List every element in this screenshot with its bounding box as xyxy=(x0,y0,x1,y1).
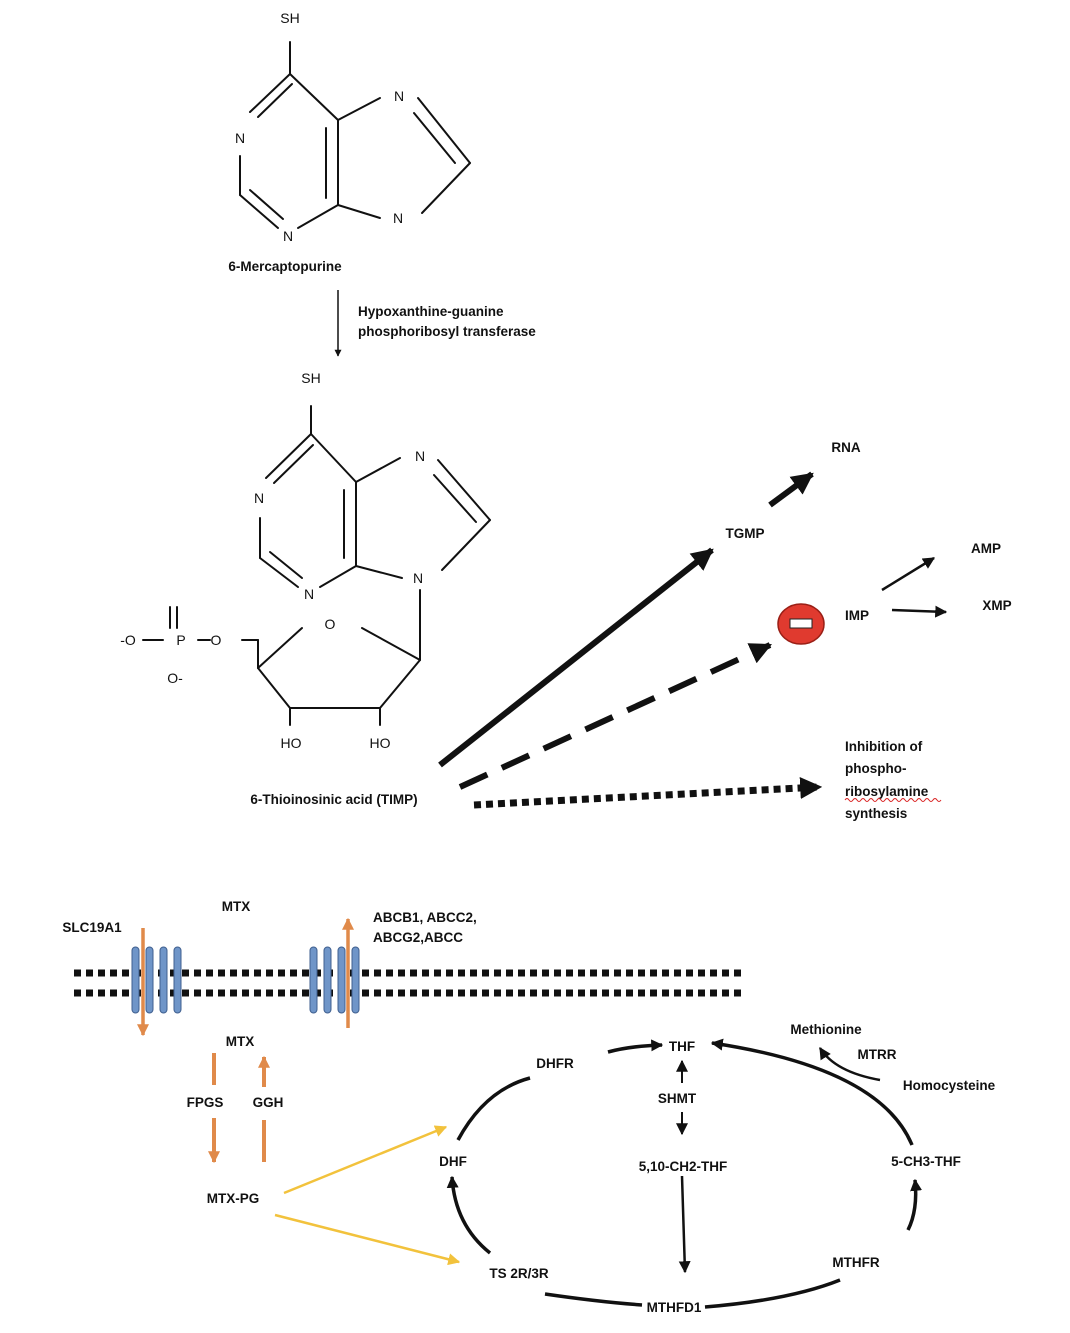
fpgs-label: FPGS xyxy=(187,1095,224,1110)
timp-n1-label: N xyxy=(254,490,264,506)
dhf-to-dhfr-arc xyxy=(456,1076,531,1141)
timp-pathways: TGMP RNA IMP AMP XMP Inhibition of phosp… xyxy=(438,440,1012,821)
hgprt-label-line2: phosphoribosyl transferase xyxy=(358,324,536,339)
imp-label: IMP xyxy=(845,608,869,623)
homocysteine-label: Homocysteine xyxy=(903,1078,996,1093)
mtx-outside-label: MTX xyxy=(222,899,251,914)
timp-sh-label: SH xyxy=(301,370,320,386)
inhibition-symbol xyxy=(777,603,825,645)
mp-n7-label: N xyxy=(394,88,404,104)
mp-n3-label: N xyxy=(283,228,293,244)
mp-name: 6-Mercaptopurine xyxy=(228,259,342,274)
mtx-pg-inhibits-ts-arrow xyxy=(274,1213,461,1266)
dhf-label: DHF xyxy=(439,1154,467,1169)
dhfr-to-thf-arc xyxy=(607,1039,664,1054)
shmt-label: SHMT xyxy=(658,1091,697,1106)
timp-bonds xyxy=(142,405,491,726)
timp-ho-right-label: HO xyxy=(370,735,391,751)
timp-n3-label: N xyxy=(304,586,314,602)
ch3-thf-label: 5-CH3-THF xyxy=(891,1154,961,1169)
mthfd1-to-mthfr-arc xyxy=(704,1278,841,1309)
inhibition-label-line3: ribosylamine xyxy=(845,784,929,799)
inhibition-label-line4: synthesis xyxy=(845,806,907,821)
rna-label: RNA xyxy=(831,440,860,455)
mthfr-to-ch3thf-arc xyxy=(906,1178,923,1231)
mtrr-label: MTRR xyxy=(858,1047,897,1062)
slc19a1-label: SLC19A1 xyxy=(62,920,122,935)
mtx-polyglutamation: MTX FPGS GGH MTX-PG xyxy=(187,1034,461,1266)
spellcheck-underline xyxy=(844,798,942,802)
inhibition-label-line2: phospho- xyxy=(845,761,906,776)
mp-n1-label: N xyxy=(235,130,245,146)
ts-to-dhf-arc xyxy=(446,1175,492,1255)
folate-cycle: THF DHFR Methionine MTRR Homocysteine SH… xyxy=(439,1022,996,1315)
mercaptopurine-structure: SH N N N N 6-Mercaptopurine xyxy=(228,10,471,274)
hgprt-label-line1: Hypoxanthine-guanine xyxy=(358,304,504,319)
timp-ring-oxygen-label: O xyxy=(325,616,336,632)
imp-to-xmp-arrow xyxy=(891,605,948,618)
mtx-pg-label: MTX-PG xyxy=(207,1191,260,1206)
thf-label: THF xyxy=(669,1039,695,1054)
xmp-label: XMP xyxy=(982,598,1011,613)
timp-name: 6-Thioinosinic acid (TIMP) xyxy=(250,792,417,807)
tgmp-label: TGMP xyxy=(726,526,765,541)
timp-phosphorus-label: P xyxy=(176,632,185,648)
timp-n9-label: N xyxy=(413,570,423,586)
amp-label: AMP xyxy=(971,541,1001,556)
imp-to-amp-arrow xyxy=(881,556,936,592)
timp-n7-label: N xyxy=(415,448,425,464)
timp-phosphate-o-label: O xyxy=(211,632,222,648)
methionine-label: Methionine xyxy=(790,1022,862,1037)
timp-o-minus-left-label: -O xyxy=(120,632,136,648)
timp-o-minus-bottom-label: O- xyxy=(167,670,183,686)
homocysteine-to-methionine-arc xyxy=(818,1046,881,1082)
mp-n9-label: N xyxy=(393,210,403,226)
ch2-thf-label: 5,10-CH2-THF xyxy=(639,1159,728,1174)
exporter-label-line1: ABCB1, ABCC2, xyxy=(373,910,477,925)
dhfr-label: DHFR xyxy=(536,1056,574,1071)
timp-ho-left-label: HO xyxy=(281,735,302,751)
tgmp-to-rna-arrow xyxy=(768,471,814,508)
timp-dotted-inhibition-arrow xyxy=(473,777,823,809)
mtx-pg-inhibits-dhfr-arrow xyxy=(283,1125,448,1195)
slc19a1-transporter xyxy=(131,946,182,1014)
ggh-label: GGH xyxy=(253,1095,284,1110)
mthfr-label: MTHFR xyxy=(832,1255,879,1270)
mthfd1-label: MTHFD1 xyxy=(647,1300,702,1315)
ts-to-mthfd1-arc xyxy=(544,1292,643,1307)
inhibition-label-line1: Inhibition of xyxy=(845,739,923,754)
mtx-inside-label: MTX xyxy=(226,1034,255,1049)
timp-structure: SH xyxy=(120,370,491,807)
exporter-label-line2: ABCG2,ABCC xyxy=(373,930,463,945)
mp-sh-label: SH xyxy=(280,10,299,26)
ch2thf-to-mthfd1-arrow xyxy=(678,1175,691,1274)
ch3thf-to-thf-arc xyxy=(710,1038,914,1146)
timp-to-imp-inhibition-arrow xyxy=(458,642,773,790)
abc-exporter-transporter xyxy=(309,946,360,1014)
ts-label: TS 2R/3R xyxy=(489,1266,549,1281)
timp-to-tgmp-arrow xyxy=(438,547,714,768)
mp-bonds xyxy=(239,41,471,229)
mtx-membrane: MTX SLC19A1 ABCB1, ABCC2, ABCG2,ABCC xyxy=(62,899,745,1037)
